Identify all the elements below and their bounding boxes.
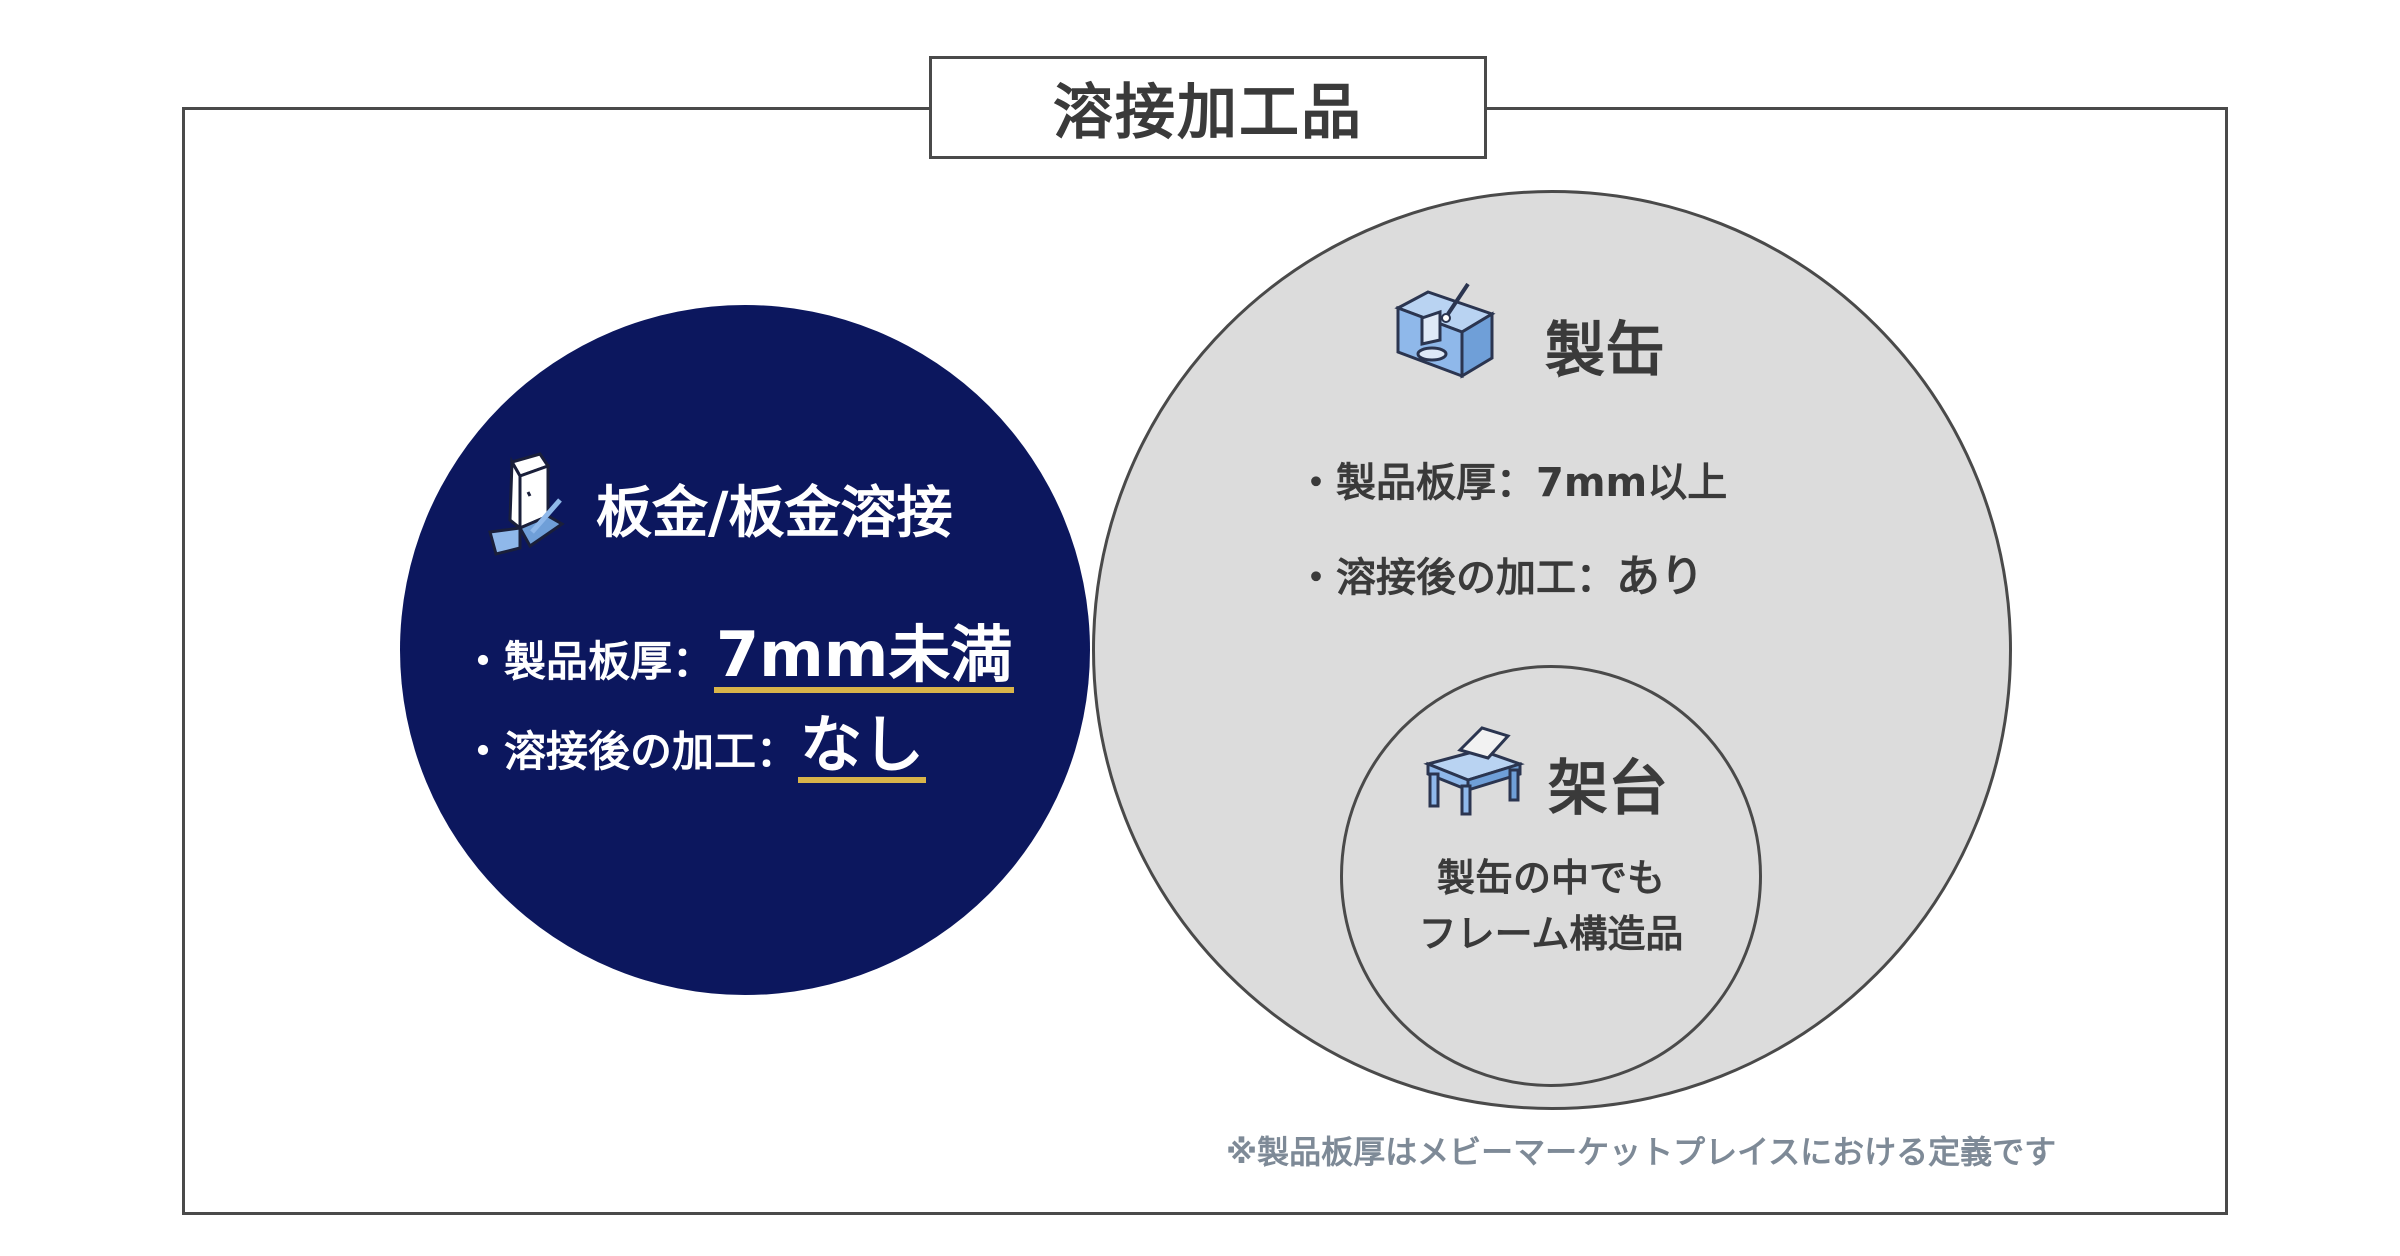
sheet-thickness-label: ・製品板厚： — [462, 637, 715, 686]
sheet-thickness-line: ・製品板厚： 7mm未満 — [462, 622, 1015, 694]
bent-sheet-metal-icon — [488, 452, 565, 556]
sheet-post-weld-value: なし — [798, 712, 927, 784]
sheet-thickness-value: 7mm未満 — [714, 622, 1015, 694]
frame-description-line-2: フレーム構造品 — [1418, 912, 1684, 956]
frame-description-line-1: 製缶の中でも — [1436, 856, 1665, 900]
sheet-post-weld-label: ・溶接後の加工： — [462, 727, 799, 776]
can-post-weld-label: ・溶接後の加工： — [1296, 555, 1616, 601]
diagram-title: 溶接加工品 — [929, 56, 1487, 159]
frame-stand-circle — [1340, 665, 1762, 1087]
frame-stand-heading: 架台 — [1548, 754, 1668, 824]
can-thickness-line: ・製品板厚：7mm以上 — [1296, 460, 1728, 506]
sheet-metal-heading: 板金/板金溶接 — [596, 481, 953, 546]
can-fabrication-heading: 製缶 — [1545, 316, 1665, 386]
welded-block-icon — [1394, 282, 1496, 379]
sheet-metal-circle — [400, 305, 1090, 995]
frame-stand-icon — [1423, 726, 1525, 816]
footnote: ※製品板厚はメビーマーケットプレイスにおける定義です — [1226, 1133, 2057, 1171]
can-post-weld-value: あり — [1616, 551, 1704, 602]
sheet-post-weld-line: ・溶接後の加工： なし — [462, 712, 927, 784]
frame-stand-description: 製缶の中でも フレーム構造品 — [1340, 850, 1762, 962]
can-post-weld-line: ・溶接後の加工： あり — [1296, 540, 1704, 604]
